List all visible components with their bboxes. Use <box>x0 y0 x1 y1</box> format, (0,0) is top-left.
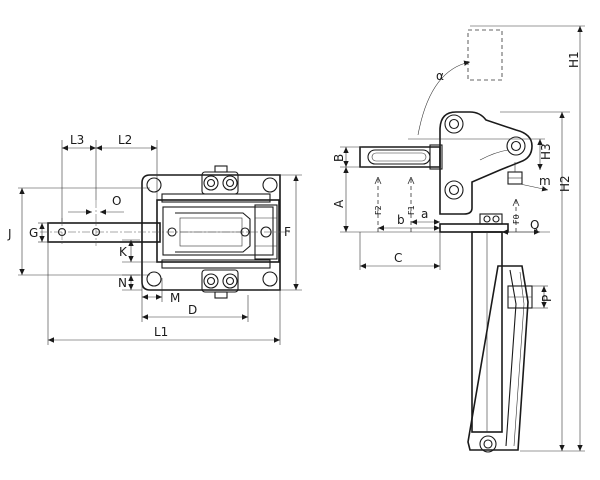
upper-rail <box>161 193 271 203</box>
linkage-pivot-top <box>444 114 464 134</box>
dim-label-m: M <box>170 291 180 305</box>
dim-label-p: P <box>540 295 554 302</box>
mounting-hole-top-left <box>146 177 162 193</box>
mounting-hole-bottom-right <box>262 271 278 287</box>
top-view: L3 L2 O J G K N M D L1 F <box>7 133 302 345</box>
base-fixing-block <box>479 213 503 225</box>
clamping-arm <box>47 222 161 243</box>
opening-angle-arc <box>417 60 471 136</box>
dim-label-l1: L1 <box>154 325 168 339</box>
dim-label-g: G <box>29 226 38 240</box>
dim-label-f: F <box>284 225 291 239</box>
dim-label-c: C <box>394 251 402 265</box>
arm-end-plate <box>429 144 443 170</box>
dim-label-b-lower: b <box>397 213 405 227</box>
dim-label-l2: L2 <box>118 133 132 147</box>
side-base-plate <box>439 223 509 233</box>
lower-rail <box>161 259 271 269</box>
arm-slot <box>367 149 431 165</box>
dim-label-b: B <box>332 154 346 162</box>
dim-label-l3: L3 <box>70 133 84 147</box>
force-label-f2: F2 <box>374 205 383 215</box>
dim-label-m-lower: m <box>539 174 551 188</box>
dim-label-a-lower: a <box>421 207 428 221</box>
dim-label-a-upper: A <box>332 199 346 208</box>
linkage-pivot-right <box>506 136 526 156</box>
handle-end-pivot <box>479 435 497 453</box>
bottom-bolt-group <box>201 269 239 299</box>
dim-label-d: D <box>188 303 197 317</box>
mounting-hole-top-right <box>262 177 278 193</box>
dim-label-j: J <box>7 227 12 241</box>
angled-handle <box>467 265 529 451</box>
dim-label-h3: H3 <box>539 143 553 160</box>
dim-label-o: O <box>112 194 121 208</box>
side-view: α <box>332 25 585 453</box>
dim-label-h1: H1 <box>567 51 581 68</box>
dim-label-n: N <box>118 276 127 290</box>
linkage-pivot-bottom <box>444 180 464 200</box>
dim-label-k: K <box>119 245 128 259</box>
force-label-f0: F0 <box>512 214 521 224</box>
clamp-inner-frame <box>162 206 274 256</box>
dim-label-q: Q <box>530 218 539 232</box>
force-label-f1: F1 <box>407 205 416 215</box>
slot-left <box>175 212 251 253</box>
top-bolt-group <box>201 165 239 195</box>
clamp-body <box>156 199 280 263</box>
handle-linkage-body <box>439 111 533 215</box>
dim-label-alpha: α <box>436 69 444 83</box>
mounting-hole-bottom-left <box>146 271 162 287</box>
open-position-outline <box>467 29 503 81</box>
dim-label-h2: H2 <box>558 175 572 192</box>
